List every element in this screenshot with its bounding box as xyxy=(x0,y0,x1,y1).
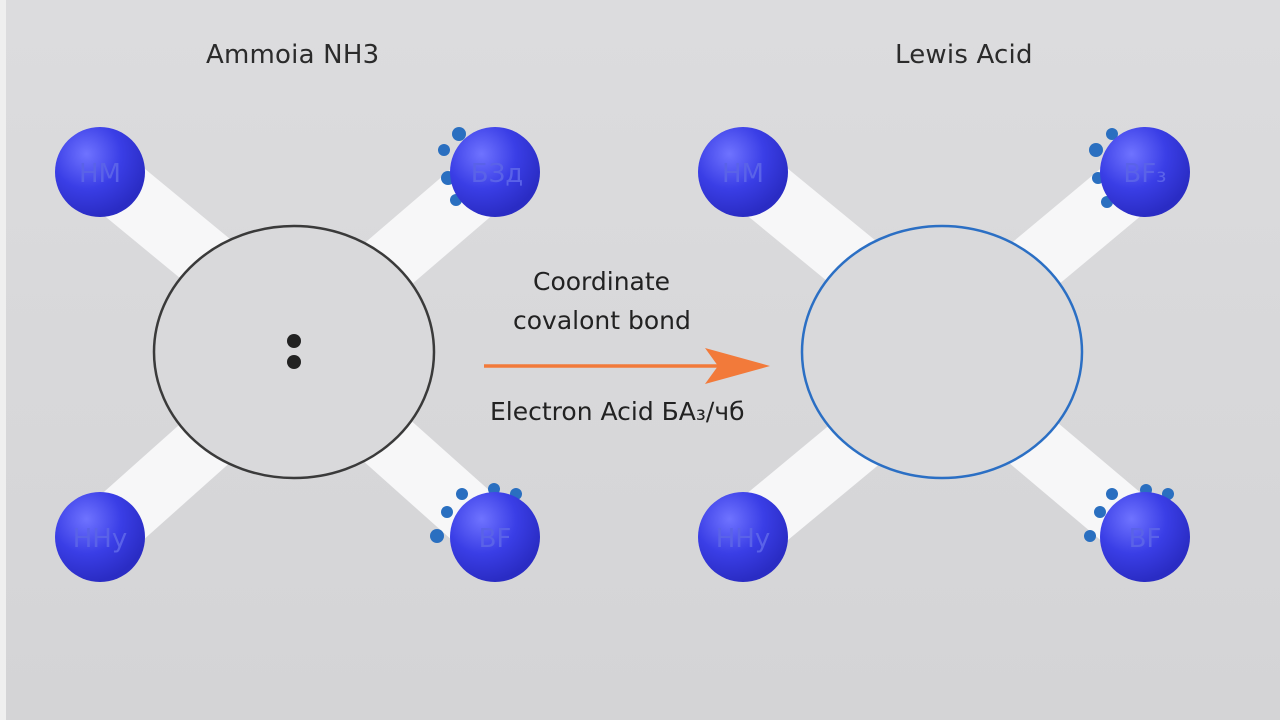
arrow-head xyxy=(705,348,770,384)
left-atom-bottom-left-label: ННу xyxy=(73,524,128,554)
electron-label: Electron Acid БA₃∕чб xyxy=(490,397,745,426)
left-atom-bottom-right-label: BF xyxy=(479,524,512,554)
left-atom-top-left-label: НМ xyxy=(79,159,121,189)
right-atom-bottom-right-label: BF xyxy=(1129,524,1162,554)
left-molecule: НМ БЗд ННу BF xyxy=(55,127,540,582)
left-central-ring xyxy=(152,224,436,480)
right-atom-top-right-label: BF₃ xyxy=(1123,159,1166,189)
bond-label-line1: Coordinate xyxy=(533,267,671,296)
right-title: Lewis Acid xyxy=(895,40,1033,70)
left-atom-top-right xyxy=(450,127,540,217)
right-molecule: НМ BF₃ ННу BF xyxy=(698,127,1190,582)
right-atom-top-right xyxy=(1100,127,1190,217)
right-atom-top-left-label: НМ xyxy=(722,159,764,189)
lone-pair-dot-bottom xyxy=(287,355,301,369)
right-atom-bottom-left xyxy=(698,492,788,582)
left-atom-top-left xyxy=(55,127,145,217)
left-electron-dots-top xyxy=(438,127,466,206)
left-atom-top-right-label: БЗд xyxy=(471,159,523,189)
right-atom-top-left xyxy=(698,127,788,217)
left-title: Ammoia NH3 xyxy=(206,40,380,70)
right-central-ring xyxy=(800,224,1084,480)
left-atom-bottom-left xyxy=(55,492,145,582)
right-atom-bottom-right xyxy=(1100,492,1190,582)
bond-label-line2: covalont bond xyxy=(513,306,691,335)
frame-edge xyxy=(0,0,6,720)
right-atom-bottom-left-label: ННу xyxy=(716,524,771,554)
left-atom-bottom-right xyxy=(450,492,540,582)
lone-pair-dot-top xyxy=(287,334,301,348)
reaction-arrow xyxy=(484,348,770,384)
